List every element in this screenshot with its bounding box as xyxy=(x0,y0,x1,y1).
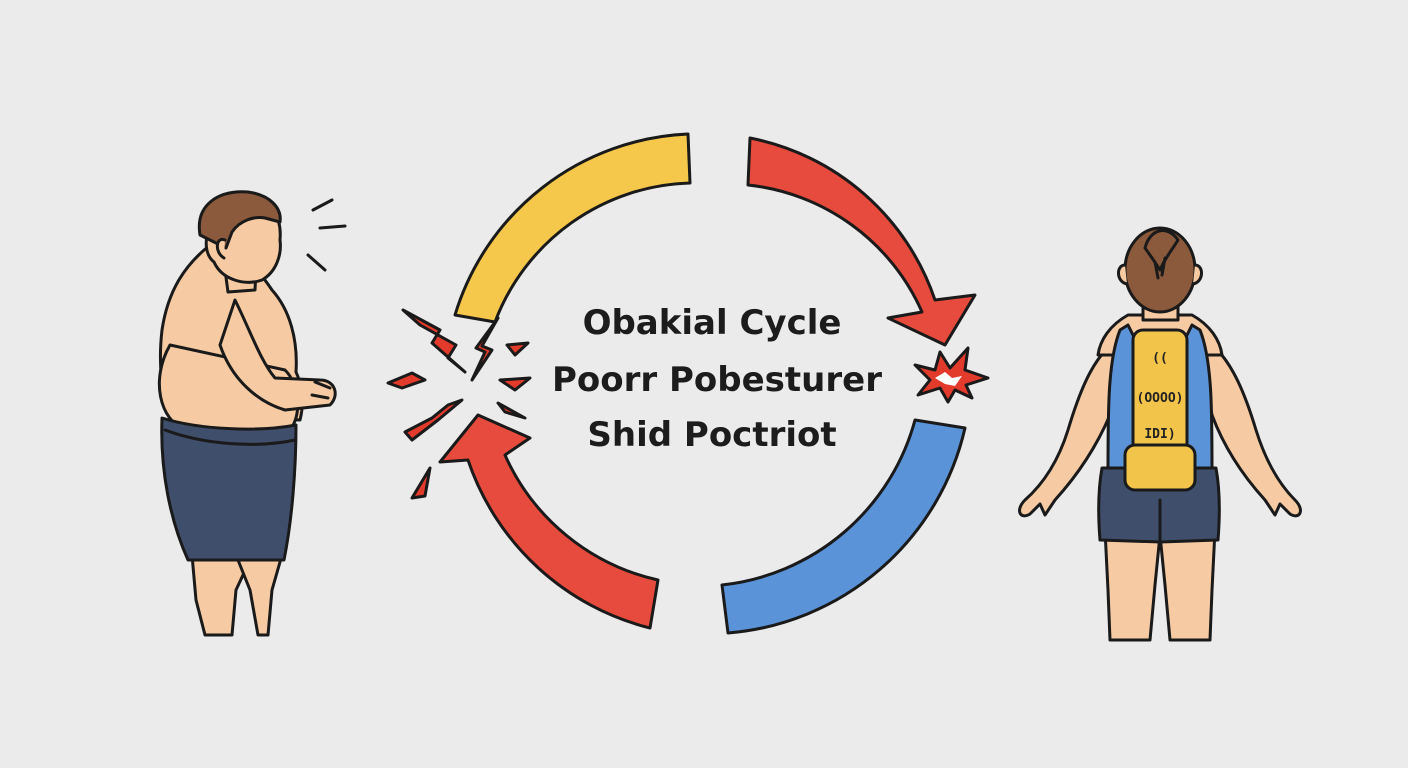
brace-text-2: (OOOO) xyxy=(1137,391,1184,406)
posture-brace: (( (OOOO) IDI) xyxy=(1123,328,1197,492)
brace-text-1: (( xyxy=(1152,351,1168,366)
red-arc-arrow-bottom xyxy=(438,413,660,630)
pain-lines-icon xyxy=(306,198,347,272)
red-arc-arrow-top xyxy=(746,136,977,347)
right-person-figure: (( (OOOO) IDI) xyxy=(1018,226,1302,642)
cycle-line-3: Shid Poctriot xyxy=(587,415,836,455)
pain-star-icon xyxy=(913,346,990,404)
cycle-line-2: Poorr Pobesturer xyxy=(552,360,882,400)
brace-text-3: IDI) xyxy=(1144,427,1175,442)
crack-burst-icon xyxy=(386,308,532,500)
left-person-figure xyxy=(157,190,347,637)
cycle-title: Obakial Cycle xyxy=(583,303,842,343)
cycle-labels: Obakial Cycle Poorr Pobesturer Shid Poct… xyxy=(552,303,882,455)
yellow-arc-arrow xyxy=(453,132,692,324)
cycle-arrows xyxy=(438,132,977,635)
blue-arc-arrow xyxy=(720,418,967,635)
